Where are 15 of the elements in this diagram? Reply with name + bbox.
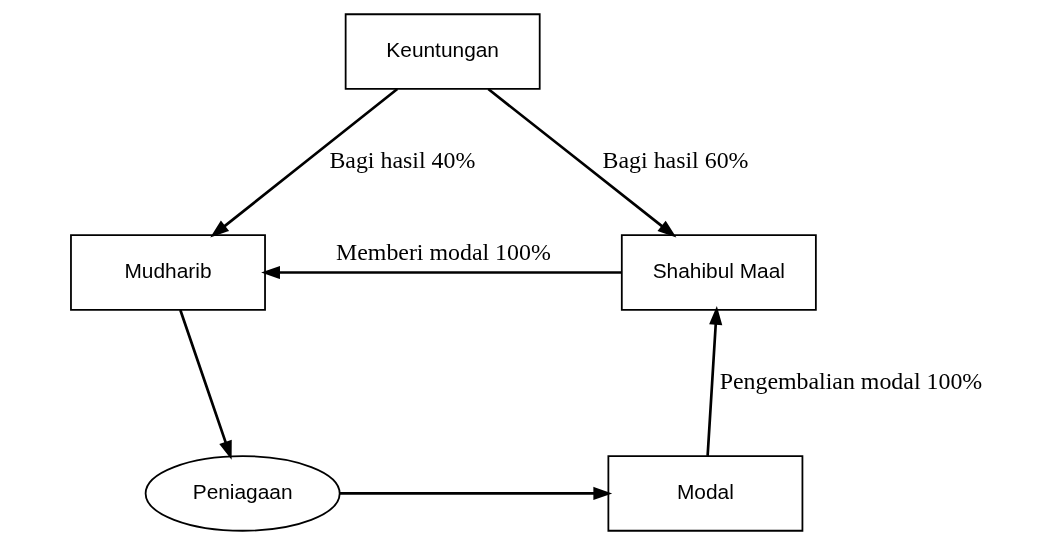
- node-ellipse: Peniagaan: [144, 455, 341, 532]
- arrow: [705, 305, 722, 456]
- node-box: Mudharib: [69, 234, 266, 311]
- edge-label: Pengembalian modal 100%: [719, 367, 982, 394]
- edge-label: Bagi hasil 40%: [328, 146, 475, 173]
- node-box: Shahibul Maal: [620, 234, 817, 311]
- edge-label: Bagi hasil 60%: [602, 146, 748, 173]
- arrow: [486, 88, 676, 238]
- arrow: [209, 88, 398, 238]
- arrow: [178, 309, 232, 460]
- node-box: Keuntungan: [344, 13, 541, 90]
- arrow: [260, 265, 622, 280]
- arrow: [339, 486, 612, 501]
- node-box: Modal: [606, 455, 803, 532]
- edge-label: Memberi modal 100%: [335, 239, 551, 266]
